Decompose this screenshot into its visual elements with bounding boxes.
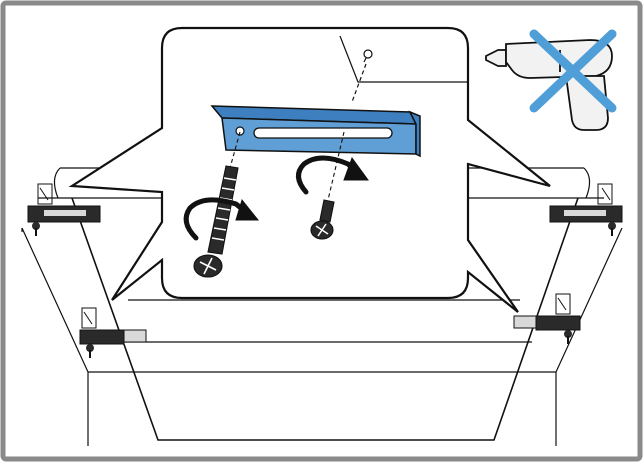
cabinet-edge-detail: [339, 35, 468, 83]
screw-icon: [193, 165, 239, 278]
screw-guide-lines: [229, 131, 345, 201]
screw-icon: [310, 199, 335, 240]
installation-clip-lower-right: [513, 293, 581, 344]
installation-clip-upper-left: [27, 183, 101, 236]
no-power-drill-icon: [485, 29, 617, 131]
callout-bubble: [68, 26, 551, 313]
hole-marker: [351, 49, 373, 103]
rotate-arrow-icon: [183, 197, 260, 241]
mounting-bracket-icon: [210, 105, 421, 158]
rotate-arrow-icon: [296, 155, 369, 195]
installation-clip-upper-right: [549, 183, 623, 236]
installation-clip-lower-left: [79, 307, 147, 358]
